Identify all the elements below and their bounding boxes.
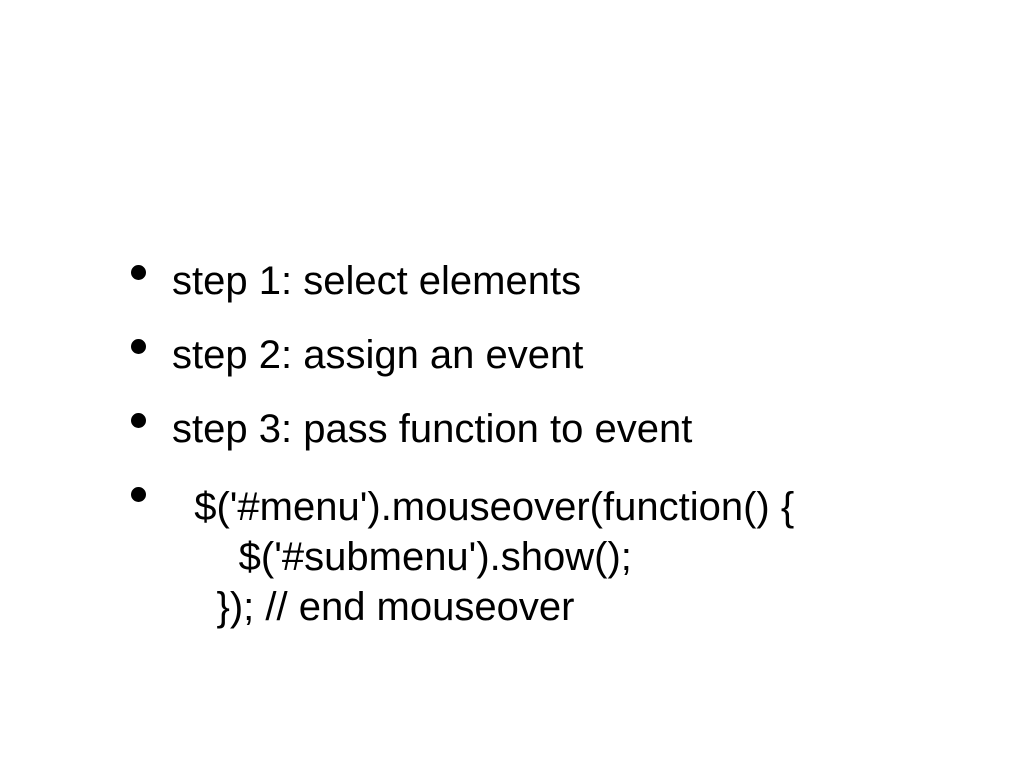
bullet-icon bbox=[131, 413, 146, 428]
bullet-item-label: step 3: pass function to event bbox=[172, 407, 693, 451]
bullet-item-step3: step 3: pass function to event bbox=[131, 408, 794, 450]
bullet-item-label: step 2: assign an event bbox=[172, 333, 584, 377]
bullet-item-label: step 1: select elements bbox=[172, 259, 582, 303]
code-line: $('#submenu').show(); bbox=[172, 535, 632, 579]
bullet-item-step1: step 1: select elements bbox=[131, 260, 794, 302]
bullet-item-step2: step 2: assign an event bbox=[131, 334, 794, 376]
code-line: $('#menu').mouseover(function() { bbox=[172, 485, 795, 529]
bullet-item-code: $('#menu').mouseover(function() { $('#su… bbox=[131, 482, 794, 632]
bullet-list: step 1: select elements step 2: assign a… bbox=[131, 260, 794, 664]
bullet-icon bbox=[131, 339, 146, 354]
bullet-icon bbox=[131, 265, 146, 280]
bullet-icon bbox=[131, 487, 146, 502]
code-line: }); // end mouseover bbox=[172, 585, 575, 629]
code-block: $('#menu').mouseover(function() { $('#su… bbox=[172, 482, 794, 632]
